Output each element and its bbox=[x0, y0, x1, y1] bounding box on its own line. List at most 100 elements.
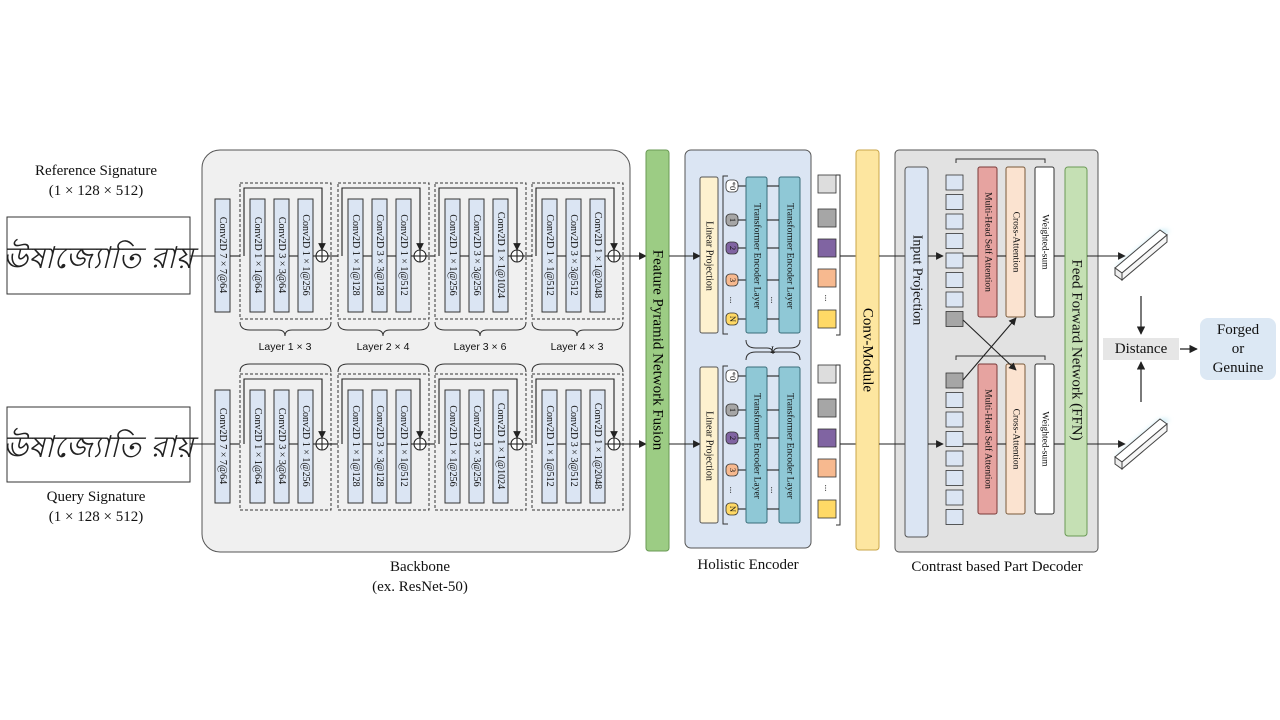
conv-block-label: Conv2D 3 × 3@128 bbox=[374, 214, 385, 295]
reference-signature-dims: (1 × 128 × 512) bbox=[48, 183, 144, 199]
layer-block bbox=[337, 373, 430, 511]
weighted-sum-label: Weighted-sum bbox=[1039, 411, 1049, 467]
token-label: 3 bbox=[728, 278, 738, 282]
part-query bbox=[945, 291, 964, 308]
token-label: 1 bbox=[728, 408, 738, 412]
multi-head-self-attention-label: Multi-Head Self Attention bbox=[982, 389, 993, 489]
weighted-sum-label: Weighted-sum bbox=[1039, 214, 1049, 270]
layer-block bbox=[531, 182, 624, 320]
layer-block bbox=[337, 182, 430, 320]
encoded-token bbox=[817, 499, 837, 519]
conv-block-label: Conv2D 1 × 1@256 bbox=[300, 405, 311, 486]
layer-label: Layer 3 × 6 bbox=[454, 341, 507, 353]
layer-brace bbox=[434, 363, 527, 373]
conv-block bbox=[468, 389, 485, 504]
layer-brace bbox=[239, 363, 332, 373]
conv-block-label: Conv2D 3 × 3@256 bbox=[471, 405, 482, 486]
encoded-token bbox=[817, 364, 837, 384]
multi-head-self-attention-label: Multi-Head Self Attention bbox=[982, 192, 993, 292]
token-label: 2 bbox=[728, 246, 738, 250]
layer-brace bbox=[239, 321, 332, 337]
conv-module-label: Conv-Module bbox=[860, 308, 876, 393]
part-query bbox=[945, 489, 964, 506]
multi-head-self-attention bbox=[977, 363, 998, 515]
conv-block-label: Conv2D 1 × 1@256 bbox=[300, 214, 311, 295]
result-line1: Forged bbox=[1216, 322, 1260, 338]
linear-projection-label: Linear Projection bbox=[704, 221, 715, 291]
transformer-encoder-layer-label: Transformer Encoder Layer bbox=[784, 393, 795, 500]
backbone-title: Backbone bbox=[390, 559, 450, 575]
encoded-token bbox=[817, 309, 837, 329]
conv-block-label: Conv2D 1 × 1@1024 bbox=[495, 403, 506, 489]
part-query bbox=[945, 233, 964, 249]
weighted-sum bbox=[1034, 166, 1055, 318]
query-signature-handwriting: ঊষাজ্যোতি রায় bbox=[3, 427, 199, 465]
layer-brace bbox=[337, 363, 430, 373]
conv-block-label: Conv2D 1 × 1@512 bbox=[398, 214, 409, 295]
conv-block-label: Conv2D 3 × 3@64 bbox=[276, 217, 287, 293]
token-label: *0 bbox=[728, 182, 738, 191]
part-query bbox=[945, 470, 964, 486]
result-box: Forged or Genuine bbox=[1200, 318, 1276, 380]
weighted-sum bbox=[1034, 363, 1055, 515]
layer-label: Layer 1 × 3 bbox=[259, 341, 312, 353]
conv-block-label: Conv2D 1 × 1@2048 bbox=[592, 403, 603, 489]
token-ellipsis: ... bbox=[728, 297, 738, 304]
encoded-token bbox=[817, 458, 837, 478]
conv-block-label: Conv2D 1 × 1@128 bbox=[350, 214, 361, 295]
encoded-token bbox=[817, 428, 837, 448]
token-ellipsis: ... bbox=[728, 487, 738, 494]
fpn-bar bbox=[645, 149, 670, 552]
part-query bbox=[945, 213, 964, 230]
transformer-encoder-layer bbox=[778, 176, 801, 334]
ffn-label: Feed Forward Network (FFN) bbox=[1069, 259, 1085, 440]
part-query bbox=[945, 431, 964, 447]
layer-block bbox=[531, 373, 624, 511]
encoded-token bbox=[817, 398, 837, 418]
part-query bbox=[945, 411, 964, 428]
holistic-encoder-title: Holistic Encoder bbox=[697, 557, 799, 573]
part-query bbox=[945, 252, 964, 269]
conv-block bbox=[273, 389, 290, 504]
conv-block bbox=[371, 389, 388, 504]
conv-block-label: Conv2D 3 × 3@512 bbox=[568, 405, 579, 486]
layer-block bbox=[239, 182, 332, 320]
query-signature-box bbox=[6, 406, 191, 483]
cross-attention-label: Cross-Attention bbox=[1010, 212, 1020, 273]
conv-block bbox=[565, 389, 582, 504]
token-label: *0 bbox=[728, 372, 738, 381]
conv-block bbox=[249, 389, 266, 504]
token-label: 1 bbox=[728, 218, 738, 222]
conv-block bbox=[297, 389, 314, 504]
conv-block-label: Conv2D 1 × 1@512 bbox=[398, 405, 409, 486]
conv-block-label: Conv2D 1 × 1@256 bbox=[447, 405, 458, 486]
conv-module-bar bbox=[855, 149, 880, 551]
input-projection bbox=[904, 166, 929, 538]
part-query bbox=[945, 372, 964, 389]
reference-signature-title: Reference Signature bbox=[34, 163, 158, 179]
encoded-token bbox=[817, 208, 837, 228]
cross-attention-label: Cross-Attention bbox=[1010, 409, 1020, 470]
part-query bbox=[945, 450, 964, 467]
multi-head-self-attention bbox=[977, 166, 998, 318]
conv-block-label: Conv2D 1 × 1@512 bbox=[544, 214, 555, 295]
result-line3: Genuine bbox=[1212, 360, 1264, 376]
part-query bbox=[945, 272, 964, 288]
transformer-encoder-layer bbox=[745, 366, 768, 524]
conv-block bbox=[347, 389, 364, 504]
conv-block-label: Conv2D 3 × 3@512 bbox=[568, 214, 579, 295]
conv-block-label: Conv2D 1 × 1@512 bbox=[544, 405, 555, 486]
fpn-label: Feature Pyramid Network Fusion bbox=[650, 250, 666, 451]
encoded-token bbox=[817, 174, 837, 194]
part-query bbox=[945, 392, 964, 408]
encoded-token bbox=[817, 238, 837, 258]
layer-brace bbox=[434, 321, 527, 337]
part-query bbox=[945, 311, 964, 327]
reference-signature-handwriting: ঊষাজ্যোতি রায় bbox=[3, 238, 199, 276]
layer-brace bbox=[337, 321, 430, 337]
conv-block-label: Conv2D 1 × 1@2048 bbox=[592, 212, 603, 298]
conv-block-label: Conv2D 3 × 3@64 bbox=[276, 408, 287, 484]
backbone-subtitle: (ex. ResNet-50) bbox=[372, 579, 468, 595]
